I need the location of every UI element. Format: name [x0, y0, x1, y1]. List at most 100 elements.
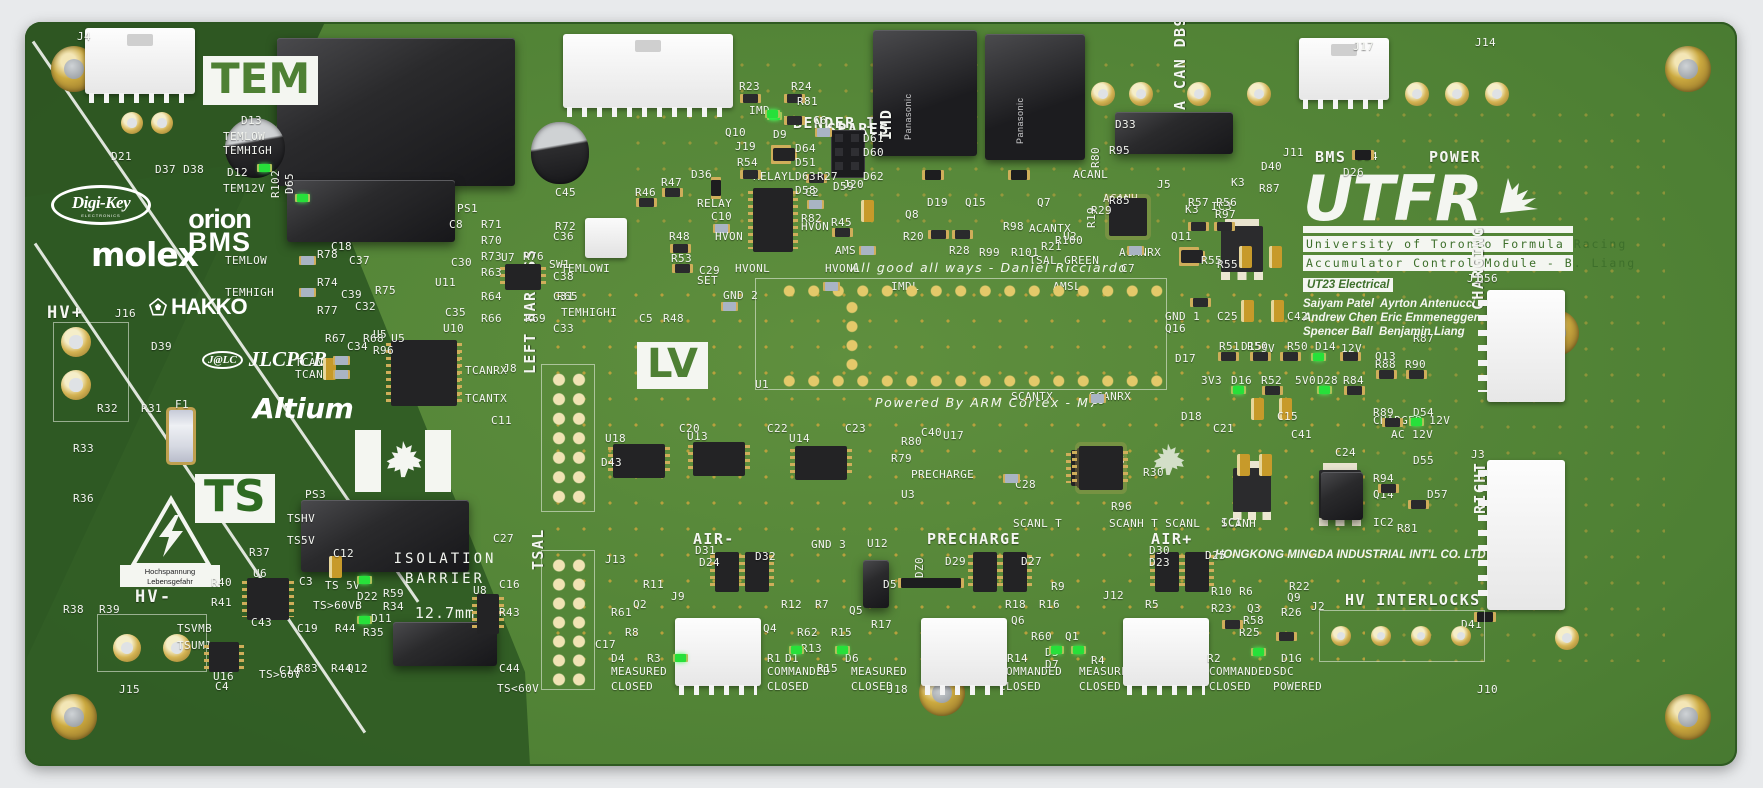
cap-tant-8	[1279, 398, 1292, 420]
ref-r68: R68 U5	[363, 332, 406, 345]
ref-u11: U11	[435, 276, 457, 289]
top-pad-4	[1247, 82, 1271, 106]
net-tcanrx: TCANRX	[465, 364, 508, 377]
ref-r64: R64	[481, 290, 503, 303]
net-gnd3: GND 3	[811, 538, 847, 551]
label-hv-interlocks: HV INTERLOCKS	[1345, 591, 1481, 609]
transistor-bank-4	[998, 552, 1032, 592]
cap-generic-7	[1005, 474, 1018, 483]
ref-c30: C30	[451, 256, 473, 269]
ref-j11: J11	[1283, 146, 1305, 159]
net-precharge-lbl: PRECHARGE	[911, 468, 975, 481]
led-generic-3	[1319, 386, 1330, 394]
ref-c15: C15	[1277, 410, 1299, 423]
ref-r97: R97	[1215, 208, 1237, 221]
ref-q5: Q5	[849, 604, 864, 617]
smd-r28	[955, 230, 970, 239]
ref-r60: R60	[1031, 630, 1053, 643]
ref-ps1: PS1	[457, 202, 479, 215]
utfr-team-tag: UT23 Electrical	[1303, 277, 1394, 292]
smd-generic-6	[1265, 386, 1280, 395]
badge-lv: LV	[637, 342, 708, 389]
header-pin	[851, 134, 859, 142]
smd-r27	[809, 174, 824, 183]
ref-r50: R50	[1287, 340, 1309, 353]
ref-r98: R98	[1003, 220, 1025, 233]
ref-c20: C20	[679, 422, 701, 435]
warning-line-2: Lebensgefahr	[147, 577, 193, 587]
smd-c6	[817, 128, 830, 137]
ref-u6: U6	[253, 567, 268, 580]
ref-c17: C17	[595, 638, 617, 651]
ref-r8: R8	[625, 626, 640, 639]
connector-legs	[925, 685, 1003, 695]
logo-jlcpcb: J@LC JLCPCB	[202, 347, 327, 372]
ref-ic1: IC1	[1221, 516, 1243, 529]
ref-j19: J19	[735, 140, 757, 153]
ref-c45: C45	[555, 186, 577, 199]
cap-c26	[323, 358, 336, 380]
ref-c14: C14	[279, 664, 301, 677]
ref-q1: Q1	[1065, 630, 1080, 643]
ref-d55: D55	[1413, 454, 1435, 467]
ref-r75: R75	[375, 284, 397, 297]
logo-hakko-text: HAKKO	[171, 294, 248, 319]
ref-r3: R3	[647, 652, 662, 665]
ref-d63: D63	[795, 170, 817, 183]
net-hvonl: HVONL	[825, 262, 861, 275]
ref-q10: Q10	[725, 126, 747, 139]
isolation-barrier-label: ISOLATION BARRIER 12.7mm	[393, 550, 497, 624]
ref-q7: Q7	[1037, 196, 1052, 209]
ref-j5: J5	[1157, 178, 1172, 191]
ref-c25: C25	[1217, 310, 1239, 323]
led-generic-8	[837, 646, 848, 654]
ref-r40: R40	[211, 576, 233, 589]
relay-2	[985, 34, 1085, 160]
flag-center	[381, 430, 425, 492]
harness-j8-outline	[541, 364, 595, 512]
ref-r7: R7	[815, 598, 830, 611]
logo-digikey-tagline: ELECTRONICS	[81, 212, 121, 218]
ref-r9: R9	[1051, 580, 1066, 593]
ref-c34: C34	[347, 340, 369, 353]
ref-d4: D4	[611, 652, 626, 665]
ref-r69: R69	[525, 312, 547, 325]
hv-plus-pad-2	[61, 370, 91, 400]
button-sw1[interactable]	[585, 218, 627, 258]
led-generic-9	[1051, 646, 1062, 654]
label-charging: CHARGING	[1469, 226, 1487, 310]
ref-r45: R45	[831, 216, 853, 229]
mcu-pad-row-bottom	[777, 374, 1165, 388]
ref-r59: R59	[383, 587, 405, 600]
connector-legs	[1478, 300, 1488, 392]
ref-ic3: IC3	[1211, 200, 1233, 213]
net-tsum1: TSUM1	[177, 639, 213, 652]
isolation-barrier-clearance: 12.7mm	[414, 604, 476, 623]
label-air-plus: AIR+	[1151, 530, 1193, 548]
ic-tab	[1323, 463, 1357, 470]
ref-j15: J15	[119, 683, 141, 696]
led-ts5v	[359, 576, 370, 584]
ref-d12: D12	[227, 166, 249, 179]
smd-r57	[1191, 222, 1206, 231]
badge-ts: TS	[195, 474, 275, 523]
fuse-f1	[169, 410, 193, 462]
ref-r4: R4	[1091, 654, 1106, 667]
ref-r23b: R23	[1211, 602, 1233, 615]
ref-r24: R24	[791, 80, 813, 93]
ref-d27: D27	[1021, 555, 1043, 568]
ref-r28: R28	[949, 244, 971, 257]
header-pin	[835, 134, 843, 142]
canada-flag-silk	[355, 430, 459, 492]
ref-d24: D24	[699, 556, 721, 569]
label-hv-minus: HV-	[135, 587, 173, 607]
net-5v0: 5V0	[1295, 374, 1317, 387]
ref-hvon: HVON	[715, 230, 744, 243]
ref-r15: R15	[831, 626, 853, 639]
logo-digikey-text: Digi-Key	[71, 192, 131, 212]
label-bender-imd: BENDER IMD	[793, 114, 898, 132]
led-ts60vb	[359, 616, 370, 624]
smd-generic-5	[1343, 352, 1358, 361]
ref-d13: D13	[241, 114, 263, 127]
